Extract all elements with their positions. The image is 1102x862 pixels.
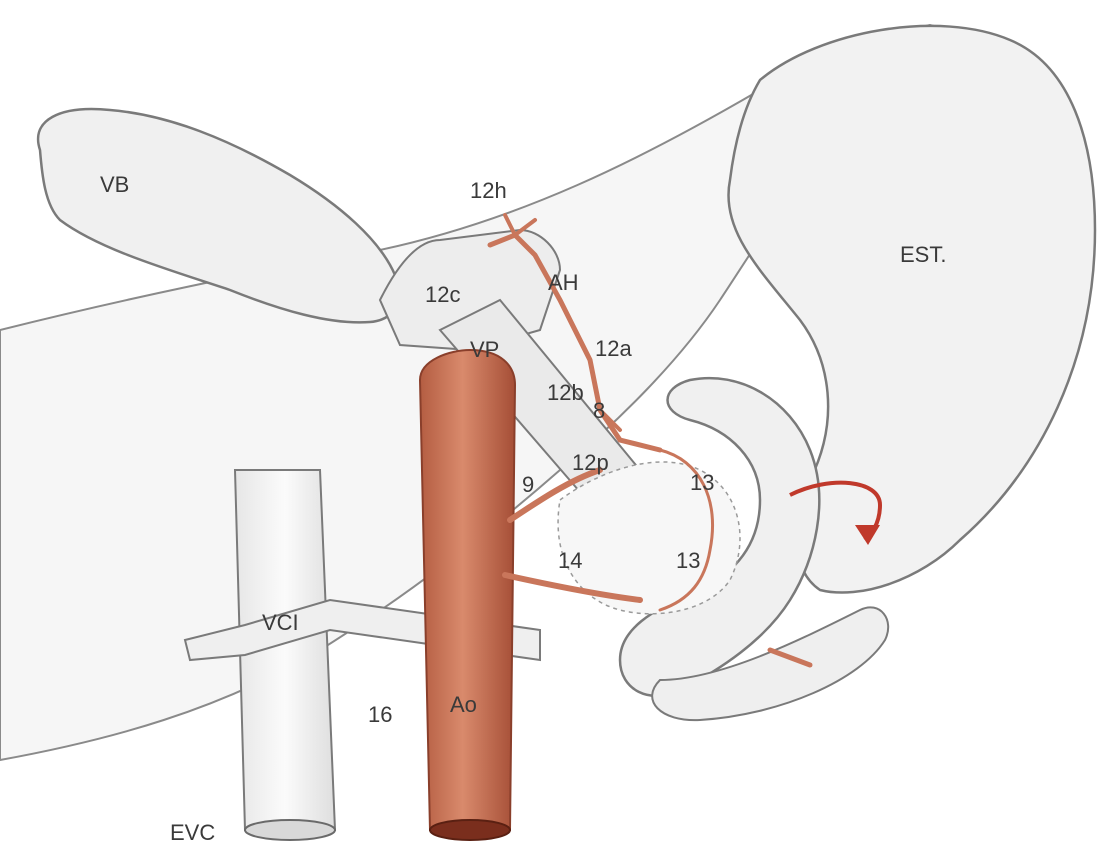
label-vb: VB [100, 172, 129, 197]
label-16: 16 [368, 702, 392, 727]
vena-cava-opening [245, 820, 335, 840]
label-est: EST. [900, 242, 946, 267]
label-evc: EVC [170, 820, 215, 845]
aorta [420, 350, 515, 830]
label-vp: VP [470, 337, 499, 362]
aorta-opening [430, 820, 510, 840]
label-12a: 12a [595, 336, 632, 361]
label-8: 8 [593, 398, 605, 423]
label-13-lower: 13 [676, 548, 700, 573]
label-12p: 12p [572, 450, 609, 475]
label-13-upper: 13 [690, 470, 714, 495]
label-12c: 12c [425, 282, 460, 307]
label-vci: VCI [262, 610, 299, 635]
label-ah: AH [548, 270, 579, 295]
label-14: 14 [558, 548, 582, 573]
label-12h: 12h [470, 178, 507, 203]
label-ao: Ao [450, 692, 477, 717]
label-9: 9 [522, 472, 534, 497]
label-12b: 12b [547, 380, 584, 405]
